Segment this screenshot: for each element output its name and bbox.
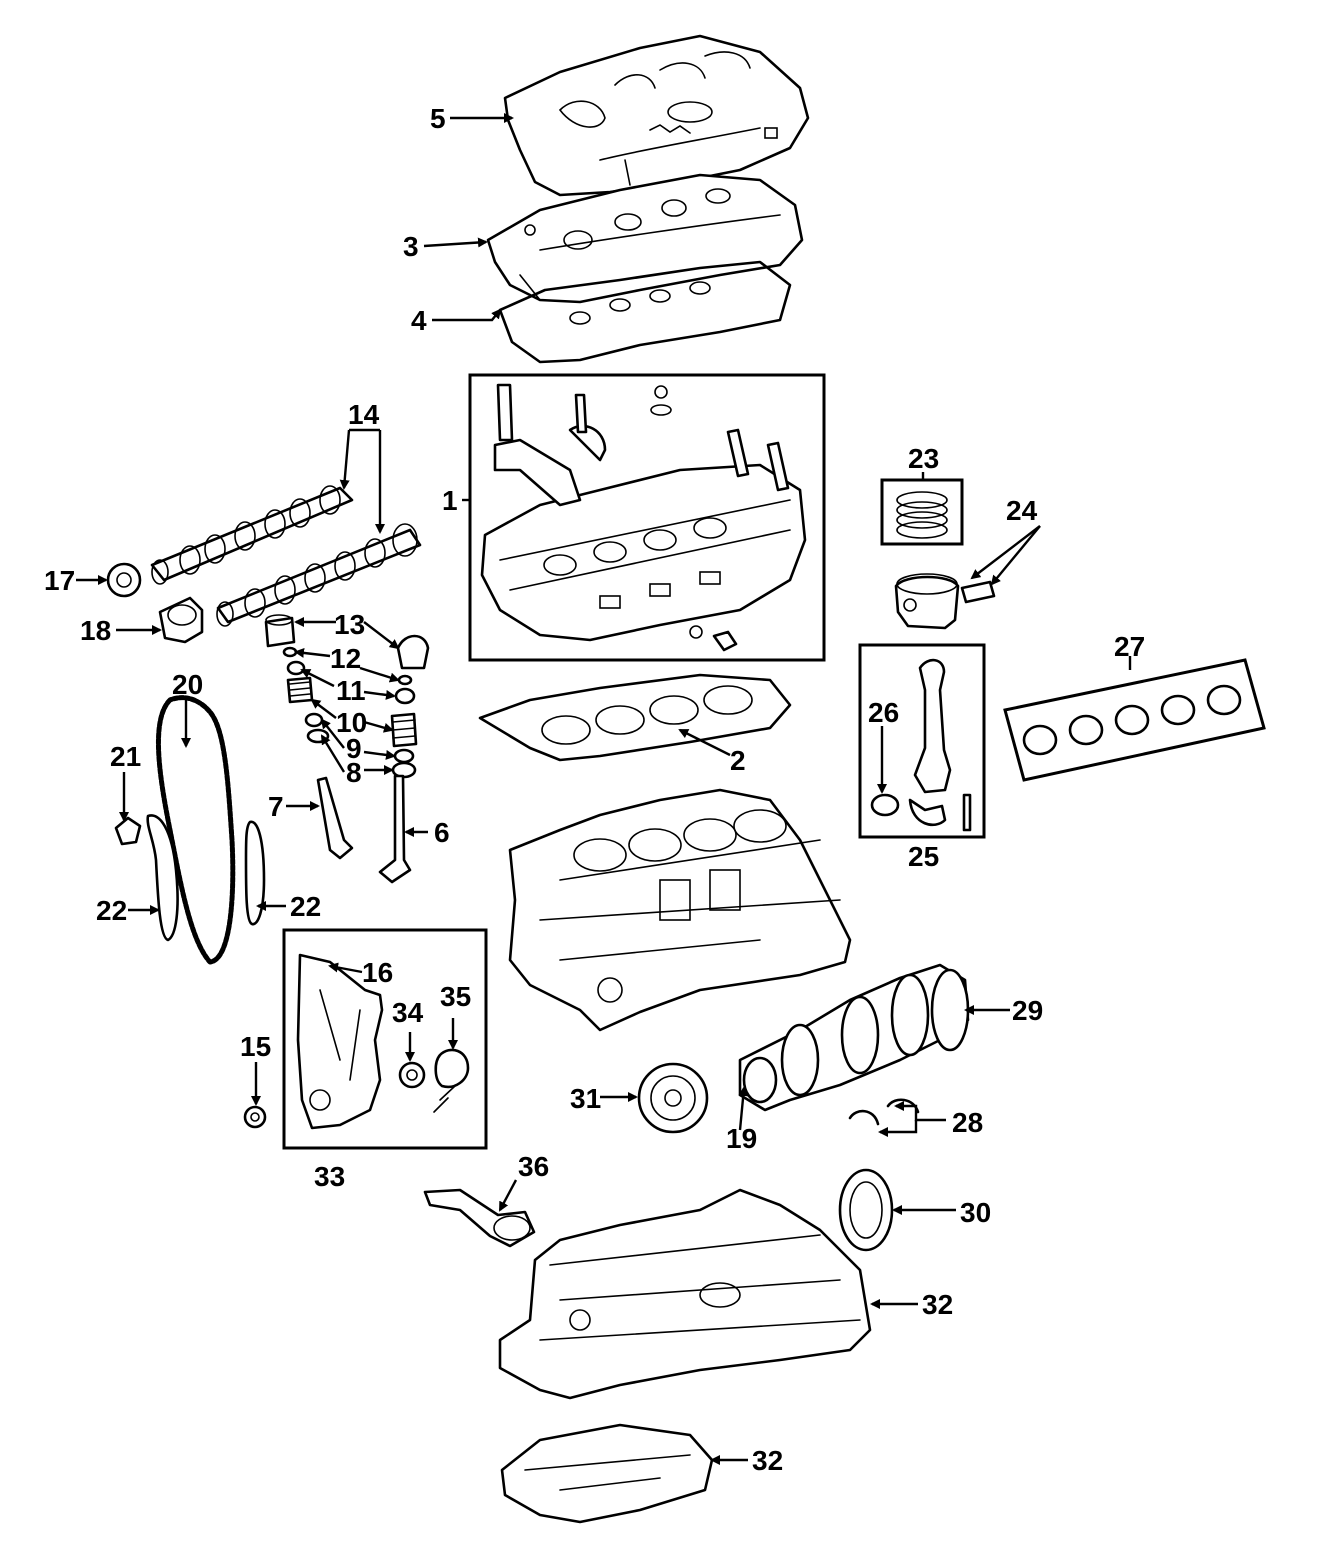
head-gasket	[478, 673, 792, 762]
callout-11: 11	[336, 675, 366, 706]
callout-36: 36	[518, 1151, 549, 1182]
callout-20: 20	[172, 669, 203, 700]
cam-sprocket	[106, 562, 142, 598]
callout-12: 12	[330, 643, 361, 674]
valves	[316, 774, 412, 884]
callout-4: 4	[411, 305, 427, 336]
oil-pickup	[423, 1188, 536, 1248]
callout-30: 30	[960, 1197, 991, 1228]
upper-oil-pan	[498, 1188, 872, 1400]
valve-cover-gasket	[498, 260, 792, 364]
valve-cover	[486, 173, 804, 304]
chain-guides	[146, 814, 266, 942]
lower-oil-pan	[500, 1423, 714, 1524]
callout-18: 18	[80, 615, 111, 646]
callout-32-upper: 32	[922, 1289, 953, 1320]
callout-34: 34	[392, 997, 424, 1028]
callout-16: 16	[362, 957, 393, 988]
callout-22-right: 22	[290, 891, 321, 922]
callout-28: 28	[952, 1107, 983, 1138]
callout-7: 7	[268, 791, 284, 822]
valve-lifters	[264, 614, 430, 670]
valve-train-right	[390, 674, 418, 779]
piston-and-pin	[894, 573, 996, 630]
callout-1: 1	[442, 485, 458, 516]
camshafts	[150, 485, 422, 627]
callout-23: 23	[908, 443, 939, 474]
rear-main-seal	[838, 1168, 894, 1252]
piston-rings	[880, 478, 964, 546]
callout-24: 24	[1006, 495, 1038, 526]
chain-tensioner	[114, 816, 142, 846]
callout-26: 26	[868, 697, 899, 728]
callout-13: 13	[334, 609, 365, 640]
callout-33: 33	[314, 1161, 345, 1192]
cylinder-head-kit	[468, 373, 826, 662]
timing-cover-kit	[282, 928, 488, 1150]
callout-labels: 1 2 3 4 5 6 7 8 9 10 11 12 13 14 15 16 1…	[44, 103, 1145, 1476]
engine-cover	[503, 34, 810, 197]
callout-3: 3	[403, 231, 419, 262]
connecting-rod-kit	[858, 643, 986, 839]
callout-9: 9	[346, 733, 362, 764]
callout-14: 14	[348, 399, 380, 430]
crank-pulley	[637, 1062, 709, 1134]
callout-15: 15	[240, 1031, 271, 1062]
thrust-washers	[848, 1098, 920, 1126]
callout-19: 19	[726, 1123, 757, 1154]
callout-5: 5	[430, 103, 446, 134]
engine-block	[508, 788, 852, 1032]
front-seal	[243, 1105, 267, 1129]
callout-31: 31	[570, 1083, 601, 1114]
callout-22-left: 22	[96, 895, 127, 926]
callout-2: 2	[730, 745, 746, 776]
callout-21: 21	[110, 741, 141, 772]
callout-32-lower: 32	[752, 1445, 783, 1476]
callout-8: 8	[346, 757, 362, 788]
valve-train-left	[282, 646, 330, 744]
callout-35: 35	[440, 981, 471, 1012]
leader-lines	[76, 113, 1132, 1465]
callout-17: 17	[44, 565, 75, 596]
main-bearings	[1003, 658, 1266, 782]
callout-27: 27	[1114, 631, 1145, 662]
timing-chain	[155, 695, 236, 965]
callout-29: 29	[1012, 995, 1043, 1026]
callout-10: 10	[336, 707, 367, 738]
callout-25: 25	[908, 841, 939, 872]
vvt-actuator	[158, 596, 204, 644]
callout-6: 6	[434, 817, 450, 848]
crankshaft	[738, 963, 970, 1112]
